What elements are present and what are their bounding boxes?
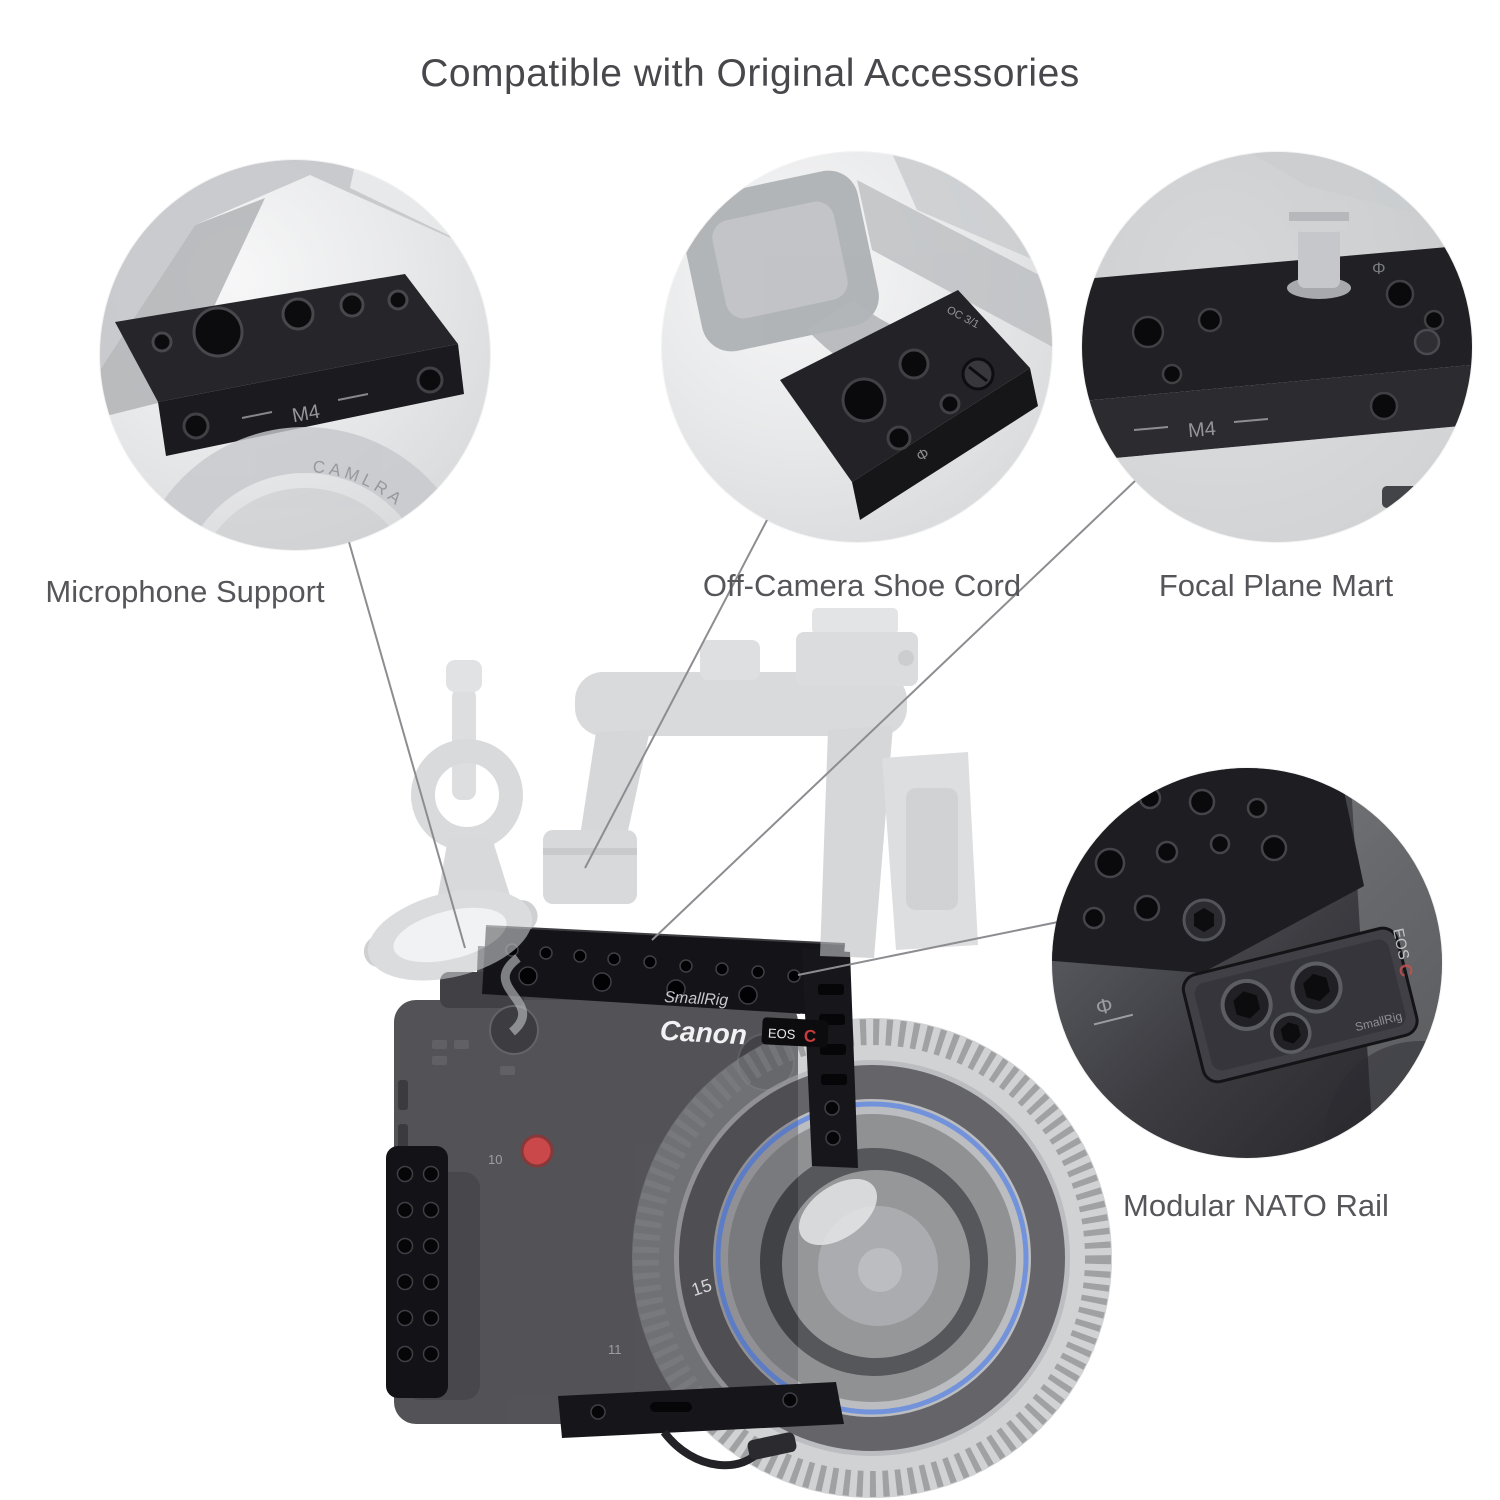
page-title: Compatible with Original Accessories bbox=[420, 52, 1080, 95]
callout-circle-focal-plane: Φ M4 bbox=[1082, 152, 1472, 542]
cage-brand-text: SmallRig bbox=[664, 989, 729, 1009]
callout-circle-shoe-cord: OC 3/1 Φ bbox=[662, 152, 1052, 542]
nato-rail-detail: Φ SmallRig EOS C bbox=[1052, 768, 1442, 1158]
evf-bracket-ghost bbox=[882, 752, 978, 950]
camera-dial-ghost: CAMLRA bbox=[139, 427, 471, 550]
cheese-plate: M4 bbox=[115, 274, 464, 456]
cage-top-plate bbox=[1052, 768, 1364, 973]
handle-ghost bbox=[857, 152, 1052, 347]
svg-text:EOS: EOS bbox=[1389, 927, 1412, 962]
cage: SmallRig bbox=[386, 925, 858, 1470]
top-deck-plate bbox=[1082, 244, 1472, 402]
callout-label-nato-rail: Modular NATO Rail bbox=[1123, 1188, 1389, 1223]
leader-line-focal-plane bbox=[651, 480, 1136, 941]
focal-plane-detail: Φ M4 bbox=[1082, 152, 1472, 542]
thumbscrew-ghost bbox=[1287, 200, 1351, 299]
rail-engraving: M4 bbox=[1187, 418, 1217, 442]
eos-c-ghost: EOS C bbox=[1389, 927, 1417, 979]
microphone-support-detail: M4 CAMLRA bbox=[100, 160, 490, 550]
nato-rail-plate: SmallRig bbox=[1181, 926, 1419, 1084]
eos-badge-text: EOS bbox=[768, 1025, 797, 1041]
leader-line-microphone-support bbox=[348, 541, 466, 949]
ghost-accessories bbox=[363, 608, 978, 1036]
eos-c-badge-text: C bbox=[803, 1026, 816, 1046]
bottom-plate bbox=[558, 1382, 844, 1438]
callout-label-shoe-cord: Off-Camera Shoe Cord bbox=[702, 568, 1022, 603]
leader-line-nato-rail bbox=[797, 921, 1059, 976]
side-plate-holes bbox=[396, 1165, 440, 1363]
left-side-plate bbox=[386, 1146, 448, 1398]
callout-label-focal-plane: Focal Plane Mart bbox=[1158, 568, 1394, 603]
lock-icon bbox=[439, 501, 464, 528]
top-plate-holes bbox=[505, 943, 801, 1005]
focal-mark-group: Φ bbox=[1094, 994, 1134, 1026]
flash-unit-ghost bbox=[681, 170, 879, 352]
canon-logo-text: Canon bbox=[659, 1015, 748, 1051]
camera-branding: Canon EOS C bbox=[659, 1015, 829, 1051]
lens-blue-ring bbox=[715, 1101, 1029, 1415]
bottom-cable bbox=[660, 1429, 766, 1470]
camera-body: 10 11 bbox=[394, 946, 806, 1424]
eos-badge bbox=[761, 1017, 829, 1048]
callout-label-microphone-support: Microphone Support bbox=[45, 574, 325, 609]
plate-engraving: M4 bbox=[290, 401, 321, 427]
right-nato-rail bbox=[802, 948, 858, 1168]
rail-screws bbox=[1220, 961, 1343, 1054]
focal-mark: Φ bbox=[1094, 994, 1116, 1020]
microphone-mount-ghost bbox=[363, 660, 538, 1036]
shoe-cord-detail: OC 3/1 Φ bbox=[681, 152, 1052, 520]
lens: 15 bbox=[632, 1018, 1112, 1498]
top-handle-ghost bbox=[575, 640, 907, 958]
relay-box-ghost bbox=[543, 830, 637, 904]
lens-focus-number: 15 bbox=[689, 1275, 714, 1300]
callout-circle-microphone-support: M4 CAMLRA bbox=[100, 160, 490, 550]
shoe-cord-adapter-ghost bbox=[796, 608, 918, 686]
svg-text:C: C bbox=[1395, 962, 1417, 979]
focal-mark: Φ bbox=[1372, 259, 1386, 278]
body-number-bottom: 11 bbox=[608, 1342, 622, 1357]
record-button bbox=[520, 1134, 554, 1168]
rail-front-face: M4 bbox=[1082, 364, 1472, 462]
body-number-top: 10 bbox=[488, 1152, 502, 1167]
mounting-plate: OC 3/1 Φ bbox=[780, 290, 1038, 520]
callout-circle-nato-rail: Φ SmallRig EOS C bbox=[1052, 768, 1442, 1158]
hex-bolt-icon bbox=[1413, 328, 1441, 356]
